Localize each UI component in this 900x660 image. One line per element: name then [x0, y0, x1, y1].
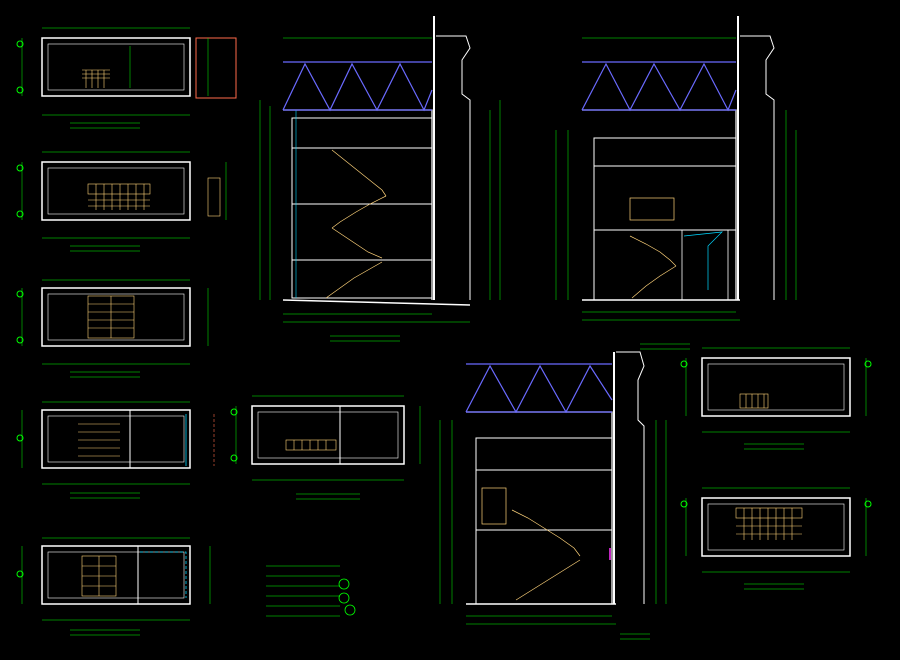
plan-5[interactable] — [16, 537, 211, 636]
plan-6[interactable] — [230, 395, 421, 500]
plan-8[interactable] — [680, 487, 872, 590]
plan-7[interactable] — [680, 347, 872, 450]
section-b[interactable] — [555, 16, 797, 350]
plan-2[interactable] — [16, 151, 227, 252]
section-a[interactable] — [259, 16, 501, 342]
plan-3[interactable] — [16, 279, 209, 378]
sheet-legend — [266, 565, 356, 617]
plan-1[interactable] — [16, 27, 237, 129]
plan-4[interactable] — [16, 401, 215, 499]
section-c[interactable] — [439, 351, 667, 640]
